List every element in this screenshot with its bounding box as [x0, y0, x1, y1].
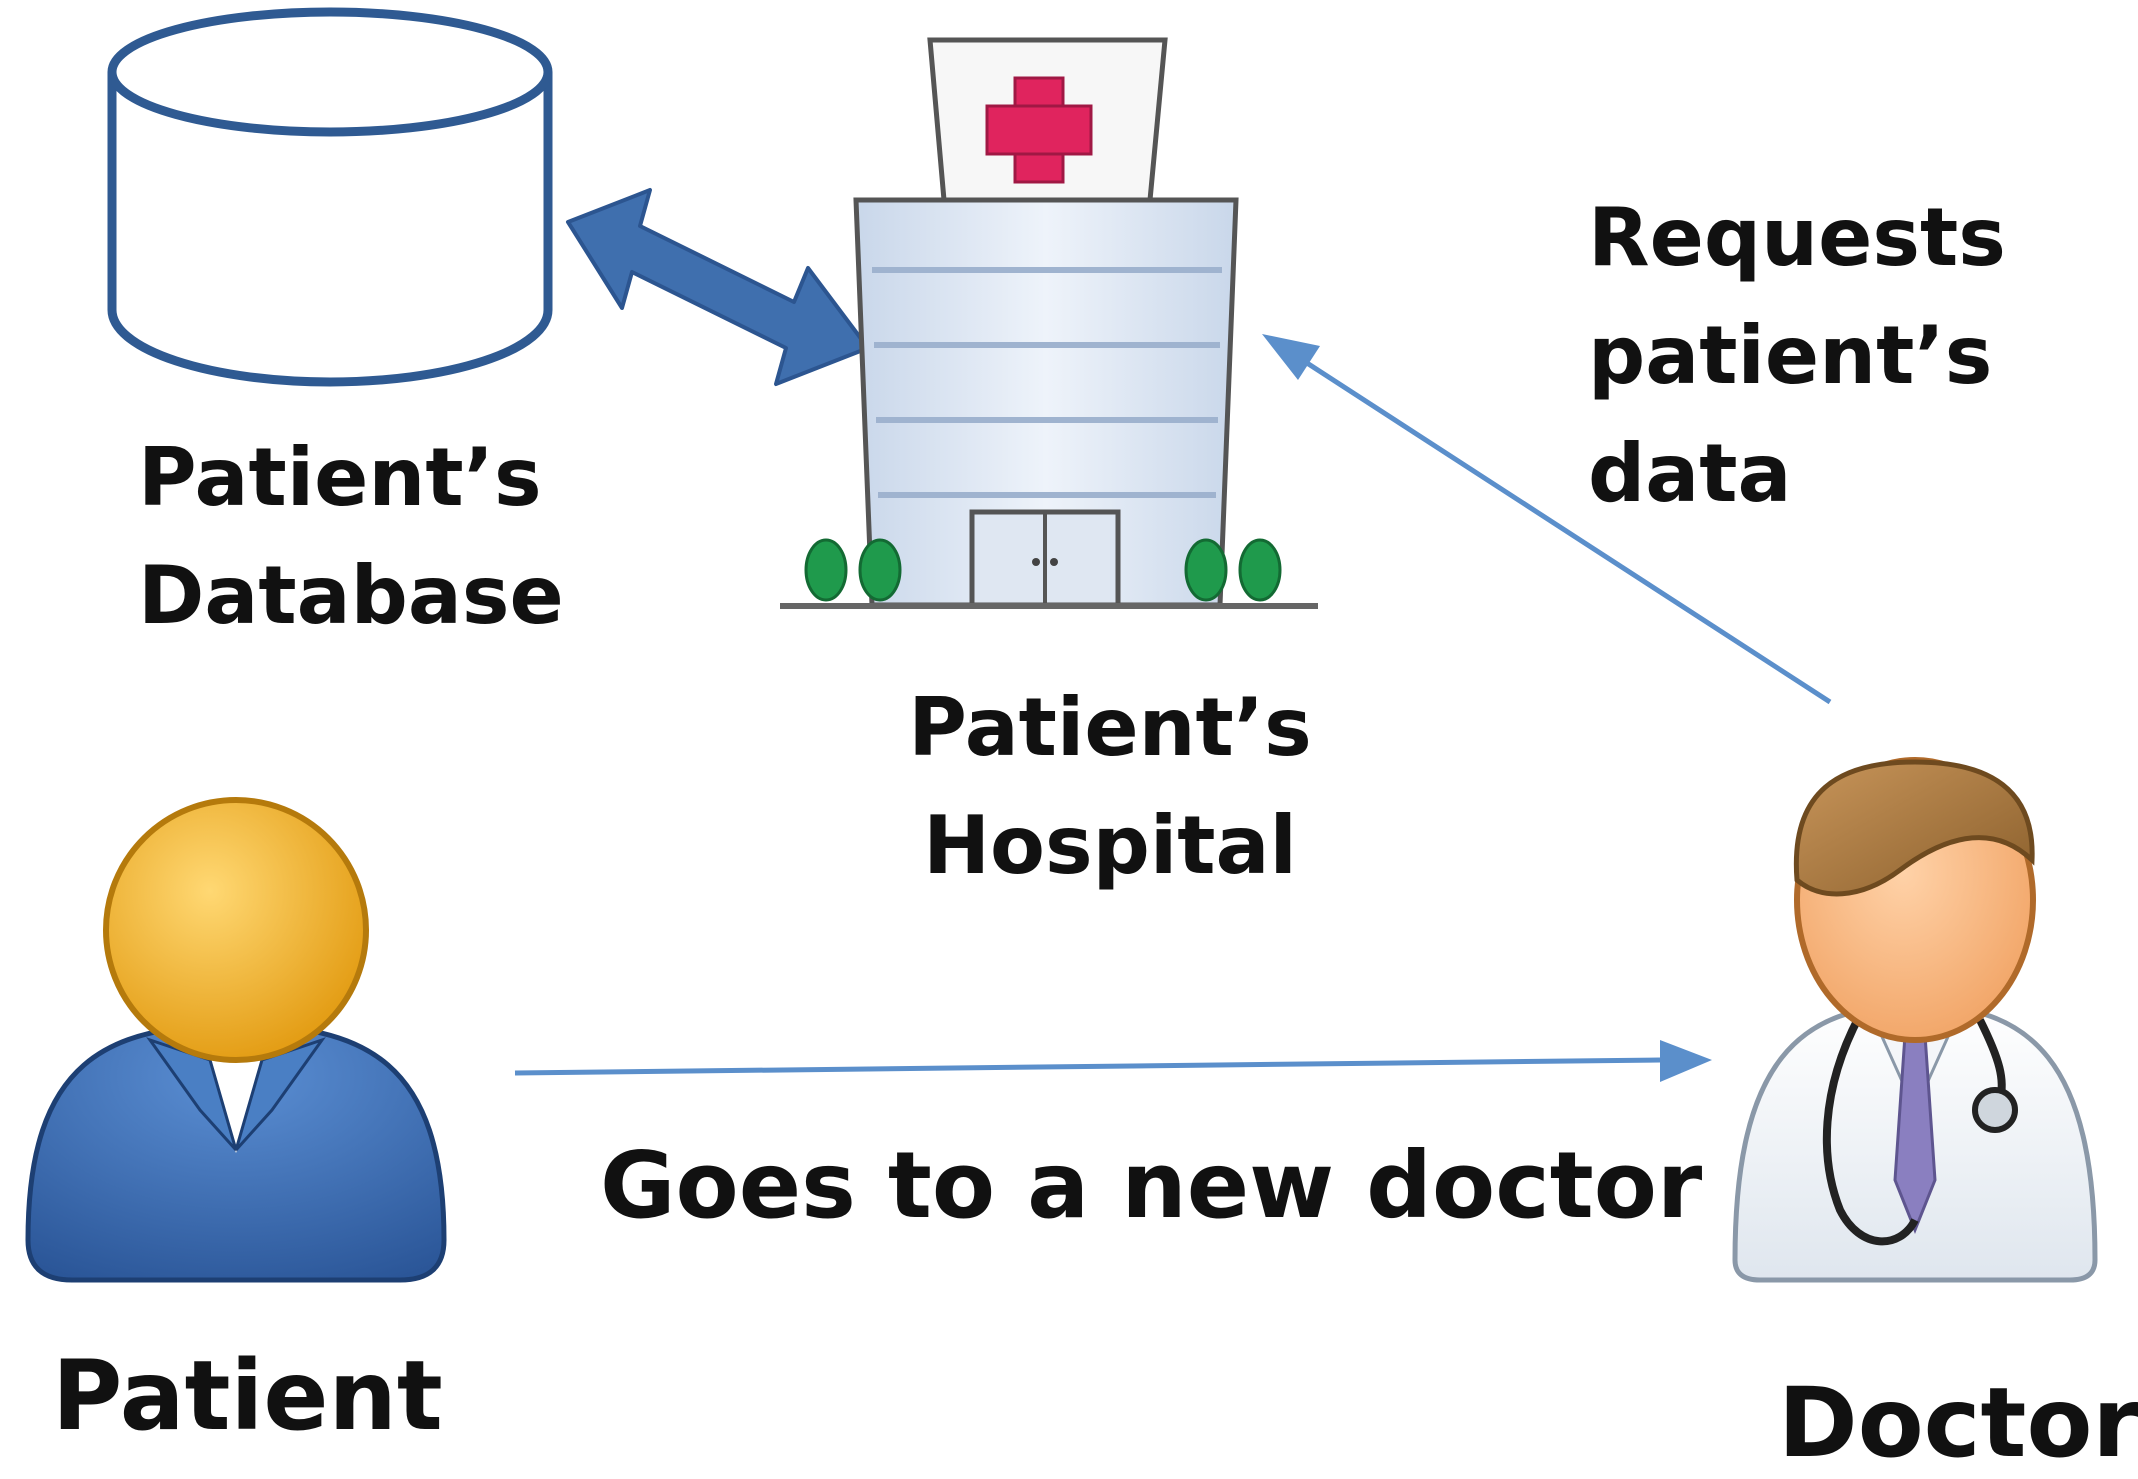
- hospital-label-line2: Hospital: [923, 799, 1297, 892]
- hospital-label-line1: Patient’s: [908, 681, 1312, 774]
- database-label-line1: Patient’s: [138, 431, 542, 524]
- patient-person-icon: [25, 797, 447, 1283]
- request-label: Requests patient’s data: [1588, 198, 2006, 552]
- request-label-line1: Requests: [1588, 191, 2006, 284]
- goes-to-doctor-label: Goes to a new doctor: [600, 1132, 1703, 1239]
- request-arrow: [1262, 334, 1832, 705]
- hospital-label: Patient’s Hospital: [900, 688, 1320, 924]
- goes-arrow: [514, 1040, 1712, 1082]
- doctor-label: Doctor: [1778, 1367, 2138, 1479]
- doctor-person-icon: [1732, 757, 2098, 1283]
- hospital-building-icon: [780, 37, 1318, 609]
- patient-label: Patient: [52, 1340, 443, 1452]
- red-cross-icon: [985, 76, 1093, 184]
- request-label-line3: data: [1588, 427, 1792, 520]
- request-label-line2: patient’s: [1588, 309, 1993, 402]
- database-label-line2: Database: [138, 549, 564, 642]
- database-cylinder-icon: [107, 7, 553, 387]
- database-label: Patient’s Database: [138, 431, 564, 674]
- bidirectional-arrow: [566, 188, 870, 386]
- tree-icon: [804, 538, 1282, 602]
